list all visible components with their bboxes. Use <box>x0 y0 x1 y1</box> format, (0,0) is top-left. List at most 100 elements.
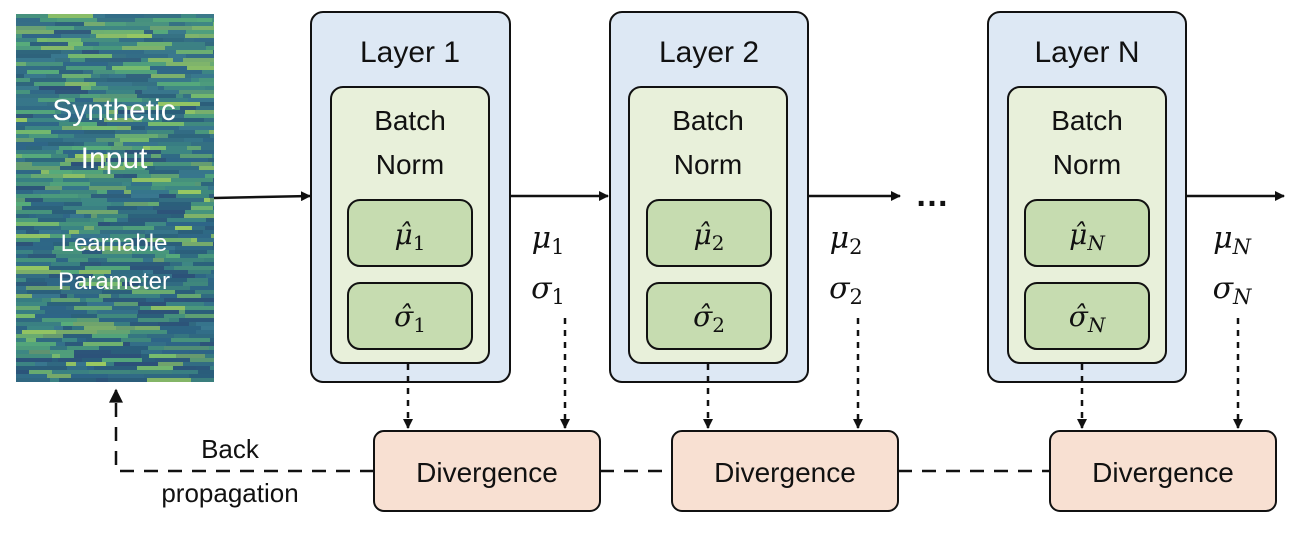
noise-stripe <box>107 78 148 82</box>
noise-stripe <box>16 234 50 238</box>
noise-stripe <box>187 66 214 70</box>
noise-stripe <box>185 34 199 38</box>
noise-stripe <box>164 266 174 270</box>
noise-stripe <box>195 182 201 186</box>
noise-stripe <box>54 30 91 34</box>
noise-stripe <box>209 130 214 134</box>
noise-stripe <box>144 30 153 34</box>
noise-stripe <box>192 26 214 30</box>
noise-stripe <box>132 242 158 246</box>
noise-stripe <box>107 190 124 194</box>
noise-stripe <box>49 274 93 278</box>
noise-stripe <box>16 246 54 250</box>
noise-stripe <box>137 174 151 178</box>
noise-stripe <box>211 270 214 274</box>
noise-stripe <box>16 54 51 58</box>
noise-stripe <box>61 230 69 234</box>
noise-stripe <box>111 294 119 298</box>
noise-stripe <box>59 222 98 226</box>
noise-stripe <box>153 30 168 34</box>
noise-stripe <box>92 334 128 338</box>
noise-stripe <box>195 290 214 294</box>
noise-stripe <box>51 154 68 158</box>
noise-stripe <box>180 254 198 258</box>
noise-stripe <box>97 122 107 126</box>
noise-stripe <box>108 142 114 146</box>
noise-stripe <box>178 234 211 238</box>
noise-stripe <box>86 362 106 366</box>
noise-stripe <box>16 146 26 150</box>
noise-stripe <box>36 214 63 218</box>
noise-stripe <box>26 286 70 290</box>
noise-stripe <box>78 194 91 198</box>
noise-stripe <box>41 170 49 174</box>
noise-stripe <box>108 378 147 382</box>
noise-stripe <box>137 94 176 98</box>
noise-stripe <box>56 330 97 334</box>
noise-stripe <box>196 322 214 326</box>
noise-stripe <box>59 70 83 74</box>
noise-stripe <box>118 210 157 214</box>
noise-stripe <box>154 226 175 230</box>
noise-stripe <box>48 14 93 18</box>
noise-stripe <box>137 42 172 46</box>
noise-stripe <box>120 138 149 142</box>
noise-stripe <box>189 334 214 338</box>
noise-stripe <box>94 366 137 370</box>
dashed-down-arrows <box>403 318 1243 429</box>
noise-stripe <box>166 302 204 306</box>
noise-stripe <box>117 126 131 130</box>
noise-stripe <box>108 374 144 378</box>
noise-stripe <box>16 58 55 62</box>
layer-1-sigma-hat-box <box>347 282 473 350</box>
noise-stripe <box>16 162 32 166</box>
layer-n-mu-output: μN <box>1213 221 1252 259</box>
noise-stripe <box>160 294 177 298</box>
noise-stripe <box>185 298 214 302</box>
noise-stripe <box>123 174 137 178</box>
noise-stripe <box>90 34 96 38</box>
noise-stripe <box>173 58 183 62</box>
noise-stripe <box>104 286 147 290</box>
layer-1: Layer 1 Batch Norm μ̂1 σ̂1 <box>310 11 511 383</box>
noise-stripe <box>198 370 214 374</box>
noise-stripe <box>209 346 214 350</box>
divergence-2-box <box>671 430 899 512</box>
layer-1-mu-index: 1 <box>551 235 564 259</box>
noise-stripe <box>196 330 214 334</box>
noise-stripe <box>74 350 111 354</box>
noise-stripe <box>137 366 173 370</box>
noise-stripe <box>84 78 107 82</box>
noise-stripe <box>122 102 144 106</box>
noise-stripe <box>192 226 205 230</box>
backprop-label-line2: propagation <box>161 478 298 508</box>
noise-stripe <box>43 198 81 202</box>
noise-stripe <box>125 150 161 154</box>
noise-stripe <box>70 214 84 218</box>
noise-stripe <box>153 18 197 22</box>
noise-stripe <box>93 14 105 18</box>
layer-1-sigma-symbol: σ <box>531 271 553 306</box>
noise-stripe <box>16 378 50 382</box>
noise-stripe <box>16 274 49 278</box>
noise-stripe <box>145 222 166 226</box>
noise-stripe <box>145 234 178 238</box>
layer-2-title: Layer 2 <box>659 36 759 69</box>
noise-stripe <box>203 138 214 142</box>
noise-stripe <box>68 54 112 58</box>
noise-stripe <box>200 82 214 86</box>
noise-stripe <box>154 246 175 250</box>
noise-stripe <box>48 42 68 46</box>
noise-stripe <box>26 62 63 66</box>
noise-stripe <box>59 122 77 126</box>
noise-stripe <box>112 274 127 278</box>
noise-stripe <box>16 230 26 234</box>
noise-stripe <box>80 298 86 302</box>
noise-stripe <box>119 294 160 298</box>
noise-stripe <box>79 270 111 274</box>
noise-stripe <box>168 54 186 58</box>
layer-n-sigma-hat-index: N <box>1087 313 1107 337</box>
layer-1-title: Layer 1 <box>360 36 460 69</box>
noise-stripe <box>191 206 213 210</box>
noise-stripe <box>122 158 166 162</box>
